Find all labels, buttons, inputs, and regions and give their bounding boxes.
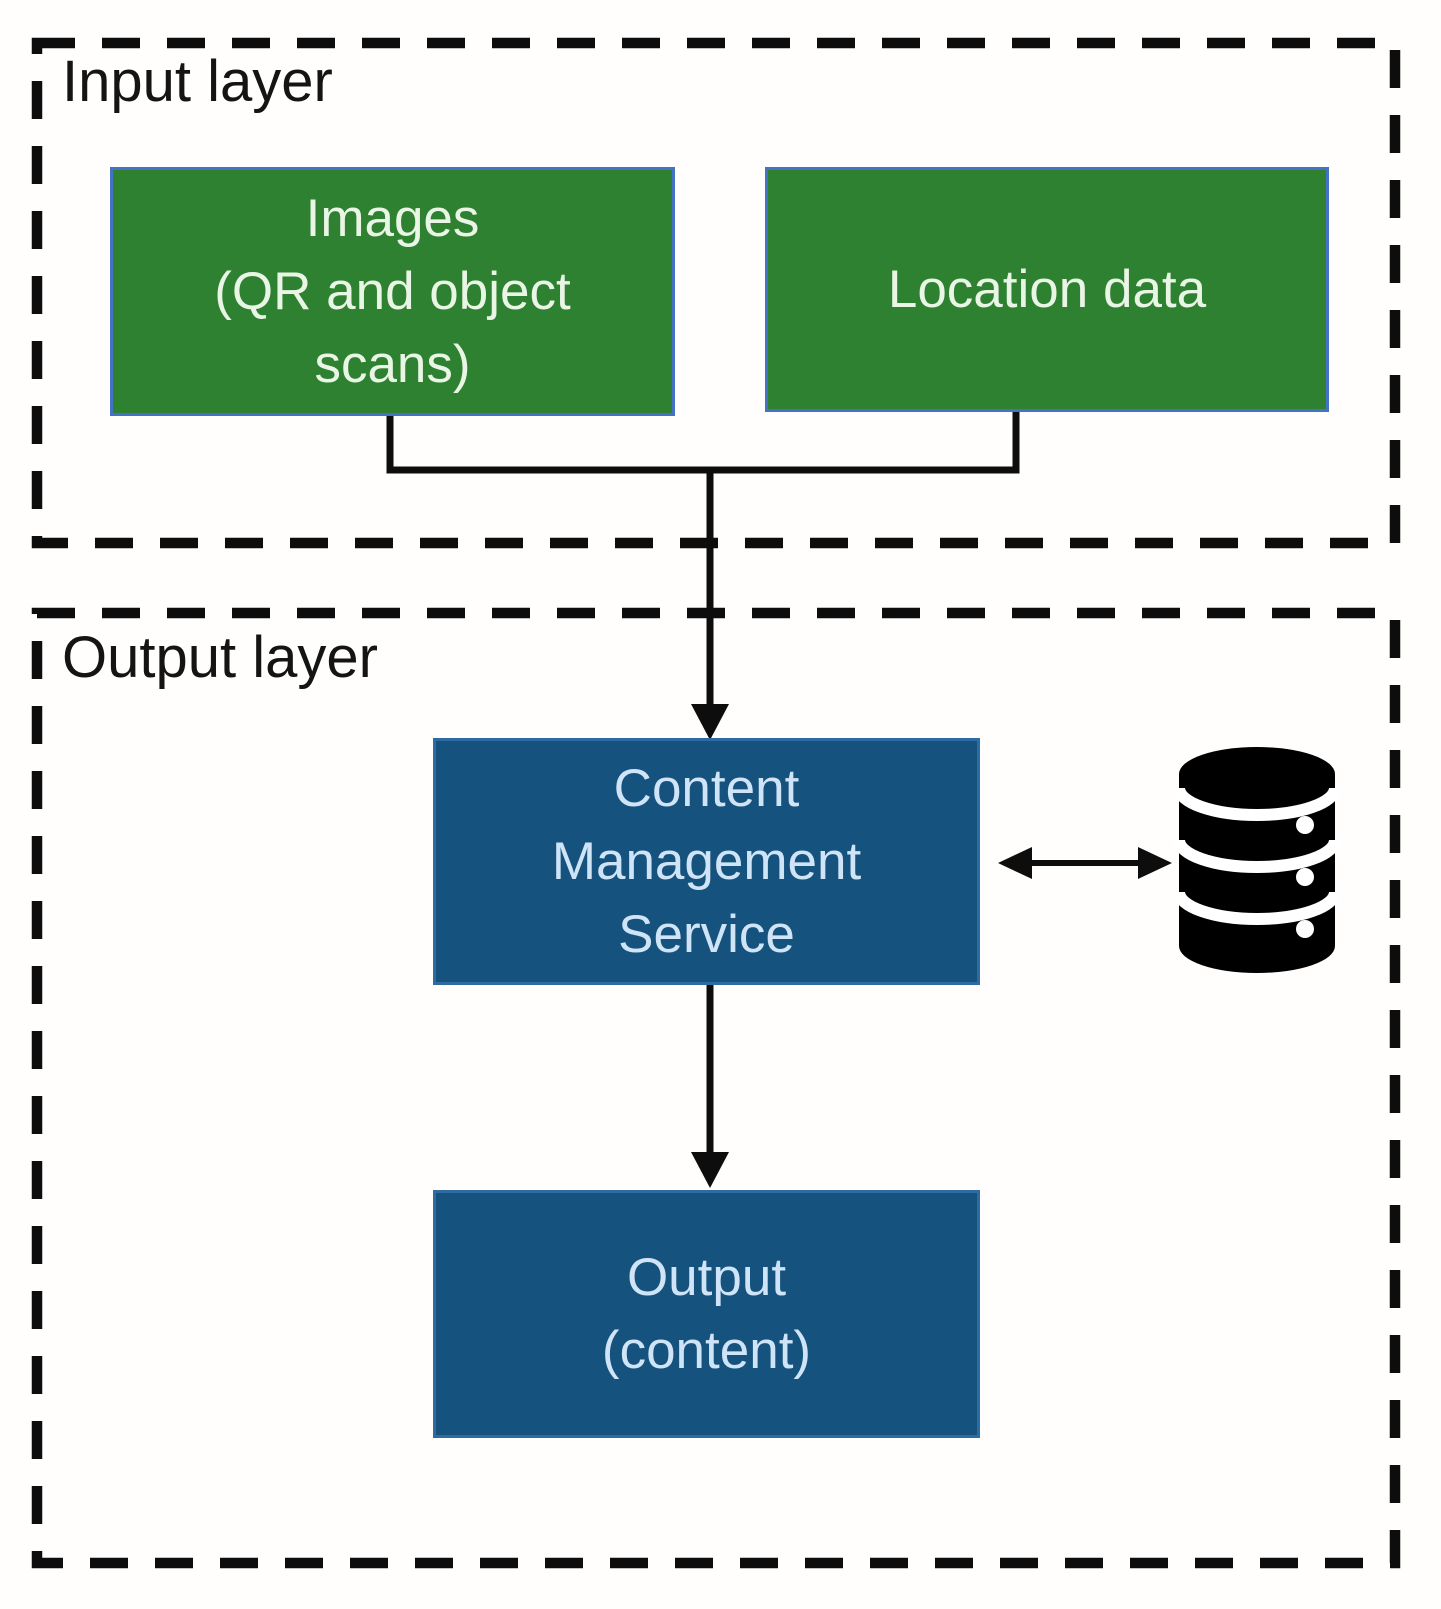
arrowhead-into-cms (691, 704, 729, 740)
output-layer-label: Output layer (62, 625, 378, 690)
arrowhead-toward-cms (998, 847, 1032, 879)
output-node-line2: (content) (601, 1321, 812, 1380)
cms-output-arrow (691, 985, 729, 1188)
location-data-node-line1: Location data (887, 259, 1207, 319)
database-icon (1173, 747, 1341, 973)
output-layer-dashed-border (31, 607, 1401, 1569)
output-content-node: Output (content) (433, 1190, 980, 1438)
images-node-line1: Images (305, 188, 480, 248)
arrowhead-toward-database (1138, 847, 1172, 879)
input-layer-label: Input layer (62, 49, 333, 114)
database-separator-1 (1173, 787, 1341, 821)
output-node-line1: Output (626, 1247, 787, 1307)
database-led-dot-1 (1296, 816, 1314, 834)
cms-node-line2: Management (551, 831, 862, 891)
cms-database-double-arrow (998, 847, 1172, 879)
images-node-line3: scans) (314, 335, 471, 395)
location-data-node: Location data (765, 167, 1329, 412)
input-merge-connector (386, 408, 1020, 712)
images-node-line2: (QR and object (214, 261, 571, 321)
database-separator-3 (1173, 891, 1341, 925)
input-layer-dashed-border (31, 37, 1401, 549)
cms-node-line3: Service (618, 905, 795, 965)
database-separator-2 (1173, 839, 1341, 873)
content-management-service-node: Content Management Service (433, 738, 980, 985)
images-node: Images (QR and object scans) (110, 167, 675, 416)
arrowhead-into-output (691, 1152, 729, 1188)
database-led-dot-2 (1296, 868, 1314, 886)
database-led-dot-3 (1296, 920, 1314, 938)
cms-node-line1: Content (613, 758, 800, 818)
